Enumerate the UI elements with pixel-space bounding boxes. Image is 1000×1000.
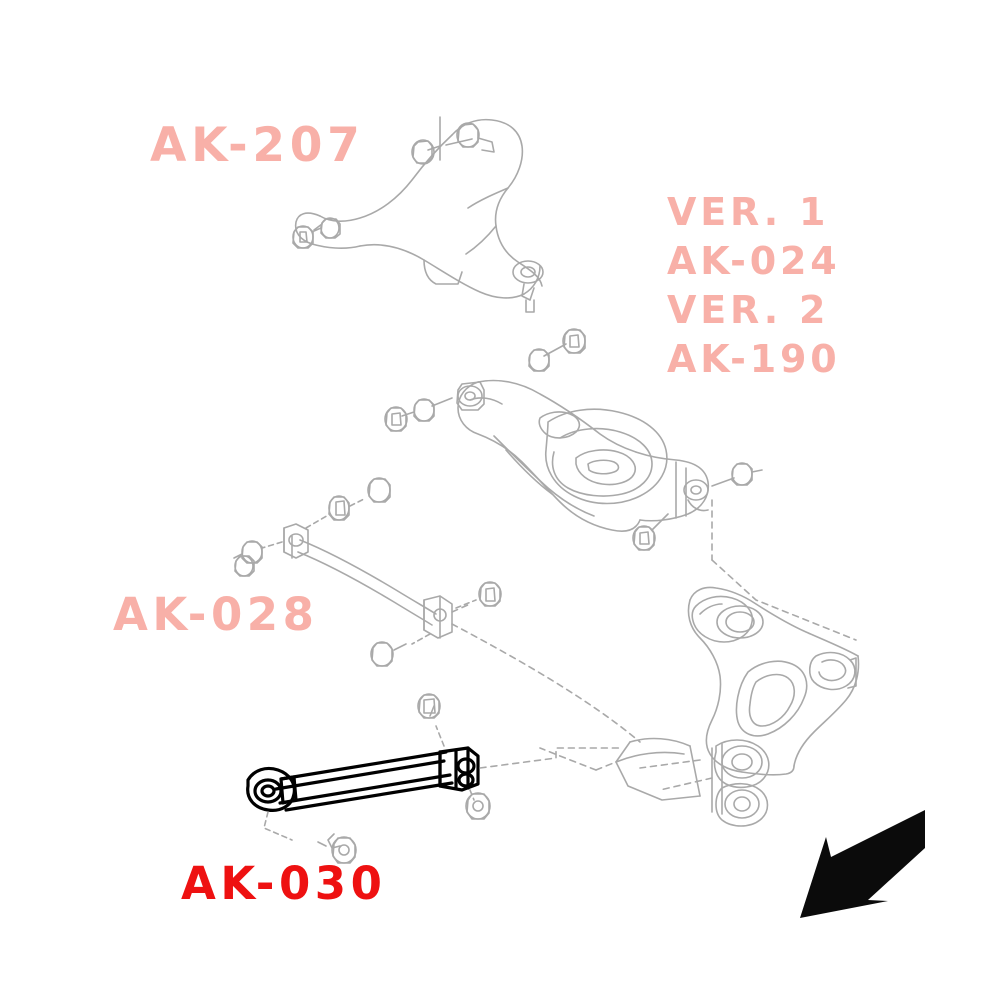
version-1-heading: VER. 1 xyxy=(667,190,830,234)
part-label-ak-190: AK-190 xyxy=(667,337,841,381)
version-label-block: VER. 1 AK-024 VER. 2 AK-190 xyxy=(667,193,840,389)
part-label-ak-207: AK-207 xyxy=(150,118,365,173)
version-2-heading: VER. 2 xyxy=(667,288,830,332)
trailing-arm-group xyxy=(233,477,641,743)
arrow-down-left-icon xyxy=(800,810,925,918)
upper-control-arm-group xyxy=(292,116,544,313)
part-label-ak-024: AK-024 xyxy=(667,239,841,283)
highlighted-toe-arm-ak030 xyxy=(246,746,480,812)
toe-arm-fasteners xyxy=(263,693,621,864)
knuckle-hub-carrier-group xyxy=(539,499,860,827)
lower-control-arm-group xyxy=(384,328,763,551)
part-label-ak-030: AK-030 xyxy=(181,857,387,910)
part-label-ak-028: AK-028 xyxy=(113,588,319,641)
